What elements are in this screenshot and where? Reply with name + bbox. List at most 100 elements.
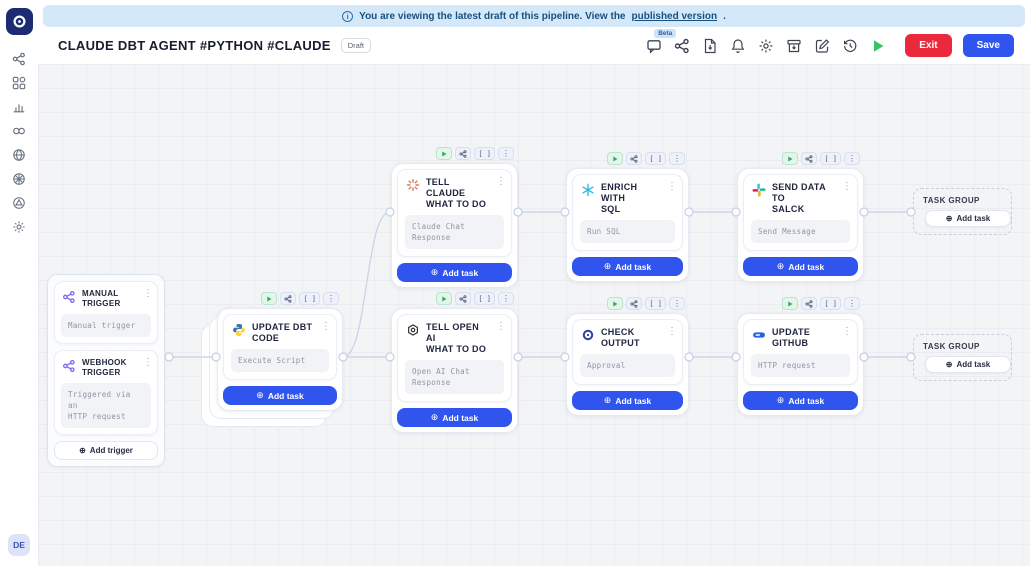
globe-grid-icon[interactable] [12, 171, 27, 186]
task-description: HTTP request [751, 354, 850, 377]
save-button[interactable]: Save [962, 34, 1014, 57]
task-menu-button[interactable]: ⋮ [496, 176, 506, 187]
add-task-button[interactable]: ⊕ Add task [223, 386, 337, 405]
plus-circle-icon: ⊕ [256, 390, 264, 400]
globe-triangle-icon[interactable] [12, 195, 27, 210]
toolbar-menu-icon[interactable]: ⋮ [498, 147, 514, 160]
task-menu-button[interactable]: ⋮ [321, 321, 331, 332]
code-brackets-icon[interactable]: [ ] [645, 152, 666, 165]
trigger-menu-button[interactable]: ⋮ [143, 357, 153, 368]
add-task-button[interactable]: ⊕ Add task [743, 257, 858, 276]
task-menu-button[interactable]: ⋮ [667, 326, 677, 337]
task-menu-button[interactable]: ⋮ [667, 181, 677, 192]
edit-icon[interactable] [813, 37, 830, 54]
add-trigger-button[interactable]: ⊕ Add trigger [54, 441, 158, 460]
task-node-enrich-with-sql[interactable]: [ ] ⋮ ENRICH WITH SQL ⋮ Run SQL ⊕ [566, 152, 689, 282]
add-task-button[interactable]: ⊕ Add task [397, 408, 512, 427]
code-brackets-icon[interactable]: [ ] [474, 147, 495, 160]
pipelines-icon[interactable] [12, 51, 27, 66]
draft-banner: i You are viewing the latest draft of th… [43, 5, 1025, 27]
task-node-update-dbt-code[interactable]: [ ] ⋮ UPDATE DBT CODE ⋮ Execute Script ⊕ [201, 292, 343, 427]
node-toolbar: [ ] ⋮ [436, 292, 514, 305]
gear-icon[interactable] [757, 37, 774, 54]
plus-circle-icon: ⊕ [603, 261, 612, 271]
manual-trigger-card[interactable]: MANUAL TRIGGER ⋮ Manual trigger [54, 281, 158, 344]
toolbar-menu-icon[interactable]: ⋮ [669, 297, 685, 310]
code-brackets-icon[interactable]: [ ] [299, 292, 320, 305]
add-task-button[interactable]: ⊕ Add task [925, 210, 1011, 227]
share-task-icon[interactable] [455, 292, 472, 305]
run-task-icon[interactable] [607, 152, 624, 165]
link-icon[interactable] [12, 123, 27, 138]
toolbar-menu-icon[interactable]: ⋮ [498, 292, 514, 305]
bell-icon[interactable] [729, 37, 746, 54]
task-group-node[interactable]: TASK GROUP ⊕ Add task [913, 334, 1012, 381]
archive-icon[interactable] [785, 37, 802, 54]
add-task-button[interactable]: ⊕ Add task [743, 391, 858, 410]
banner-suffix: . [723, 10, 726, 22]
run-task-icon[interactable] [607, 297, 624, 310]
toolbar-menu-icon[interactable]: ⋮ [844, 152, 860, 165]
task-menu-button[interactable]: ⋮ [842, 181, 852, 192]
openai-icon [406, 323, 420, 337]
exit-button[interactable]: Exit [905, 34, 952, 57]
share-task-icon[interactable] [801, 297, 818, 310]
trigger-group-node[interactable]: MANUAL TRIGGER ⋮ Manual trigger WEBHOOK … [47, 274, 165, 467]
add-task-button[interactable]: ⊕ Add task [572, 391, 683, 410]
task-menu-button[interactable]: ⋮ [496, 321, 506, 332]
share-task-icon[interactable] [626, 297, 643, 310]
share-nodes-icon[interactable] [673, 37, 690, 54]
share-task-icon[interactable] [801, 152, 818, 165]
run-task-icon[interactable] [782, 297, 799, 310]
task-node-check-output[interactable]: [ ] ⋮ CHECK OUTPUT ⋮ Approval ⊕ Ad [566, 297, 689, 416]
user-avatar[interactable]: DE [8, 534, 30, 556]
task-menu-button[interactable]: ⋮ [842, 326, 852, 337]
code-brackets-icon[interactable]: [ ] [645, 297, 666, 310]
share-task-icon[interactable] [626, 152, 643, 165]
run-pipeline-icon[interactable] [869, 37, 886, 54]
share-task-icon[interactable] [455, 147, 472, 160]
task-description: Open AI Chat Response [405, 360, 504, 394]
task-description: Claude Chat Response [405, 215, 504, 249]
blocks-icon[interactable] [12, 75, 27, 90]
share-task-icon[interactable] [280, 292, 297, 305]
task-description: Send Message [751, 220, 850, 243]
published-version-link[interactable]: published version [631, 10, 718, 22]
file-icon[interactable] [701, 37, 718, 54]
task-node-send-data-to-slack[interactable]: [ ] ⋮ SEND DATA TO SALCK ⋮ Send Message … [737, 152, 864, 282]
run-task-icon[interactable] [436, 292, 453, 305]
add-task-button[interactable]: ⊕ Add task [397, 263, 512, 282]
plus-circle-icon: ⊕ [79, 446, 86, 455]
run-task-icon[interactable] [436, 147, 453, 160]
trigger-title: MANUAL TRIGGER [82, 289, 121, 308]
chat-icon[interactable] [645, 37, 662, 54]
add-task-button[interactable]: ⊕ Add task [925, 356, 1011, 373]
plus-circle-icon: ⊕ [603, 395, 612, 405]
pipeline-canvas[interactable]: MANUAL TRIGGER ⋮ Manual trigger WEBHOOK … [38, 64, 1030, 566]
task-node-tell-openai[interactable]: [ ] ⋮ TELL OPEN AI WHAT TO DO ⋮ Open AI … [391, 292, 518, 433]
task-node-update-github[interactable]: [ ] ⋮ UPDATE GITHUB ⋮ HTTP request ⊕ [737, 297, 864, 416]
history-icon[interactable] [841, 37, 858, 54]
webhook-trigger-card[interactable]: WEBHOOK TRIGGER ⋮ Triggered via an HTTP … [54, 350, 158, 435]
plus-circle-icon: ⊕ [945, 214, 953, 223]
toolbar-menu-icon[interactable]: ⋮ [669, 152, 685, 165]
trigger-description: Triggered via an HTTP request [61, 383, 151, 428]
node-toolbar: [ ] ⋮ [261, 292, 339, 305]
task-node-tell-claude[interactable]: [ ] ⋮ TELL CLAUDE WHAT TO DO ⋮ Claude Ch… [391, 147, 518, 288]
mage-logo[interactable] [5, 8, 33, 35]
run-task-icon[interactable] [261, 292, 278, 305]
code-brackets-icon[interactable]: [ ] [820, 297, 841, 310]
pipeline-edges [164, 207, 916, 362]
toolbar-menu-icon[interactable]: ⋮ [323, 292, 339, 305]
trigger-menu-button[interactable]: ⋮ [143, 288, 153, 299]
toolbar-menu-icon[interactable]: ⋮ [844, 297, 860, 310]
task-group-node[interactable]: TASK GROUP ⊕ Add task [913, 188, 1012, 235]
settings-gear-icon[interactable] [12, 219, 27, 234]
chart-icon[interactable] [12, 99, 27, 114]
run-task-icon[interactable] [782, 152, 799, 165]
node-toolbar: [ ] ⋮ [782, 152, 860, 165]
code-brackets-icon[interactable]: [ ] [474, 292, 495, 305]
code-brackets-icon[interactable]: [ ] [820, 152, 841, 165]
add-task-button[interactable]: ⊕ Add task [572, 257, 683, 276]
globe-icon[interactable] [12, 147, 27, 162]
